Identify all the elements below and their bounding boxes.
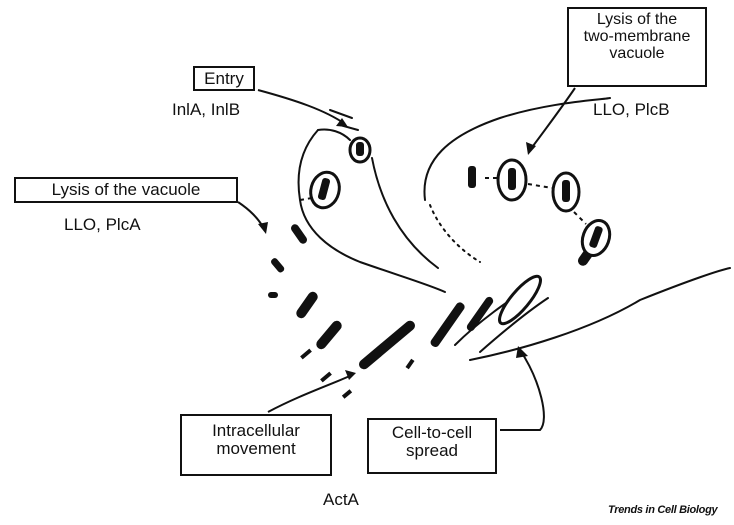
lysis-two-membrane-title-line2: two-membrane <box>569 29 705 46</box>
source-credit: Trends in Cell Biology <box>608 504 717 516</box>
host-cell-outline <box>299 130 445 292</box>
bacterium <box>314 319 344 351</box>
lysis-vacuole-title: Lysis of the vacuole <box>52 180 201 199</box>
cell-to-cell-spread-title-line2: spread <box>369 442 495 460</box>
bacterium <box>429 301 466 349</box>
intracellular-movement-factors: ActA <box>323 490 359 510</box>
membrane-ruffle <box>318 129 350 140</box>
intracellular-movement-title-line1: Intracellular <box>182 422 330 440</box>
lysis-vacuole-factors: LLO, PlcA <box>64 215 141 235</box>
entry-title: Entry <box>204 69 244 88</box>
neighbor-cell-dotted <box>430 205 480 262</box>
bacterium <box>268 292 278 298</box>
bacterium <box>468 166 476 188</box>
bacterium <box>270 257 286 274</box>
cell-to-cell-spread-label-box: Cell-to-cell spread <box>367 418 497 474</box>
bacterium <box>294 290 319 320</box>
lysis-two-membrane-factors: LLO, PlcB <box>593 100 670 120</box>
lysis-two-membrane-label-box: Lysis of the two-membrane vacuole <box>567 7 707 87</box>
movement-arrow <box>268 375 352 412</box>
lysis-two-membrane-title-line3: vacuole <box>569 46 705 63</box>
bacterium <box>289 223 308 246</box>
two-membrane-arrow <box>530 88 575 150</box>
spread-arrow <box>500 350 544 430</box>
lysis-two-membrane-title-line1: Lysis of the <box>569 12 705 29</box>
protrusion-vacuole <box>494 271 546 329</box>
intracellular-movement-title-line2: movement <box>182 440 330 458</box>
entry-arrow <box>258 90 345 124</box>
cell-to-cell-spread-title-line1: Cell-to-cell <box>369 424 495 442</box>
lysis-vacuole-label-box: Lysis of the vacuole <box>14 177 238 203</box>
entry-label-box: Entry <box>193 66 255 91</box>
host-cell-outline-right <box>372 158 438 268</box>
entry-factors: InlA, InlB <box>172 100 240 120</box>
intracellular-movement-label-box: Intracellular movement <box>180 414 332 476</box>
